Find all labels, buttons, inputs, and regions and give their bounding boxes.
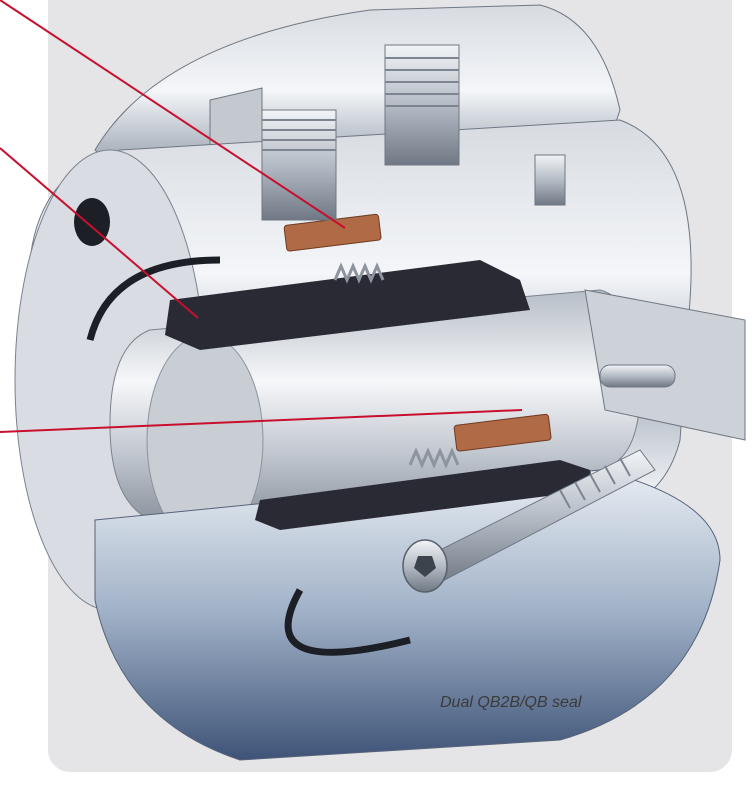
leader-line-1	[0, 0, 346, 229]
hose-top	[86, 256, 221, 341]
copper-face-bottom	[453, 413, 552, 452]
port-fitting-left	[261, 109, 337, 221]
leader-line-2	[0, 147, 199, 319]
cap-screw	[402, 449, 656, 593]
figure-caption: Dual QB2B/QB seal	[440, 694, 582, 711]
lower-housing	[94, 469, 721, 761]
spring-top	[333, 262, 385, 284]
spring-bottom	[408, 447, 460, 469]
hose-bottom	[284, 588, 411, 656]
seal-faces-top	[165, 260, 530, 350]
port-fitting-right	[384, 44, 460, 166]
leader-line-3	[0, 409, 523, 433]
seal-faces-bottom	[255, 460, 595, 530]
leader-lines	[0, 0, 523, 433]
small-plug	[534, 154, 566, 206]
plate-screw	[599, 364, 676, 388]
